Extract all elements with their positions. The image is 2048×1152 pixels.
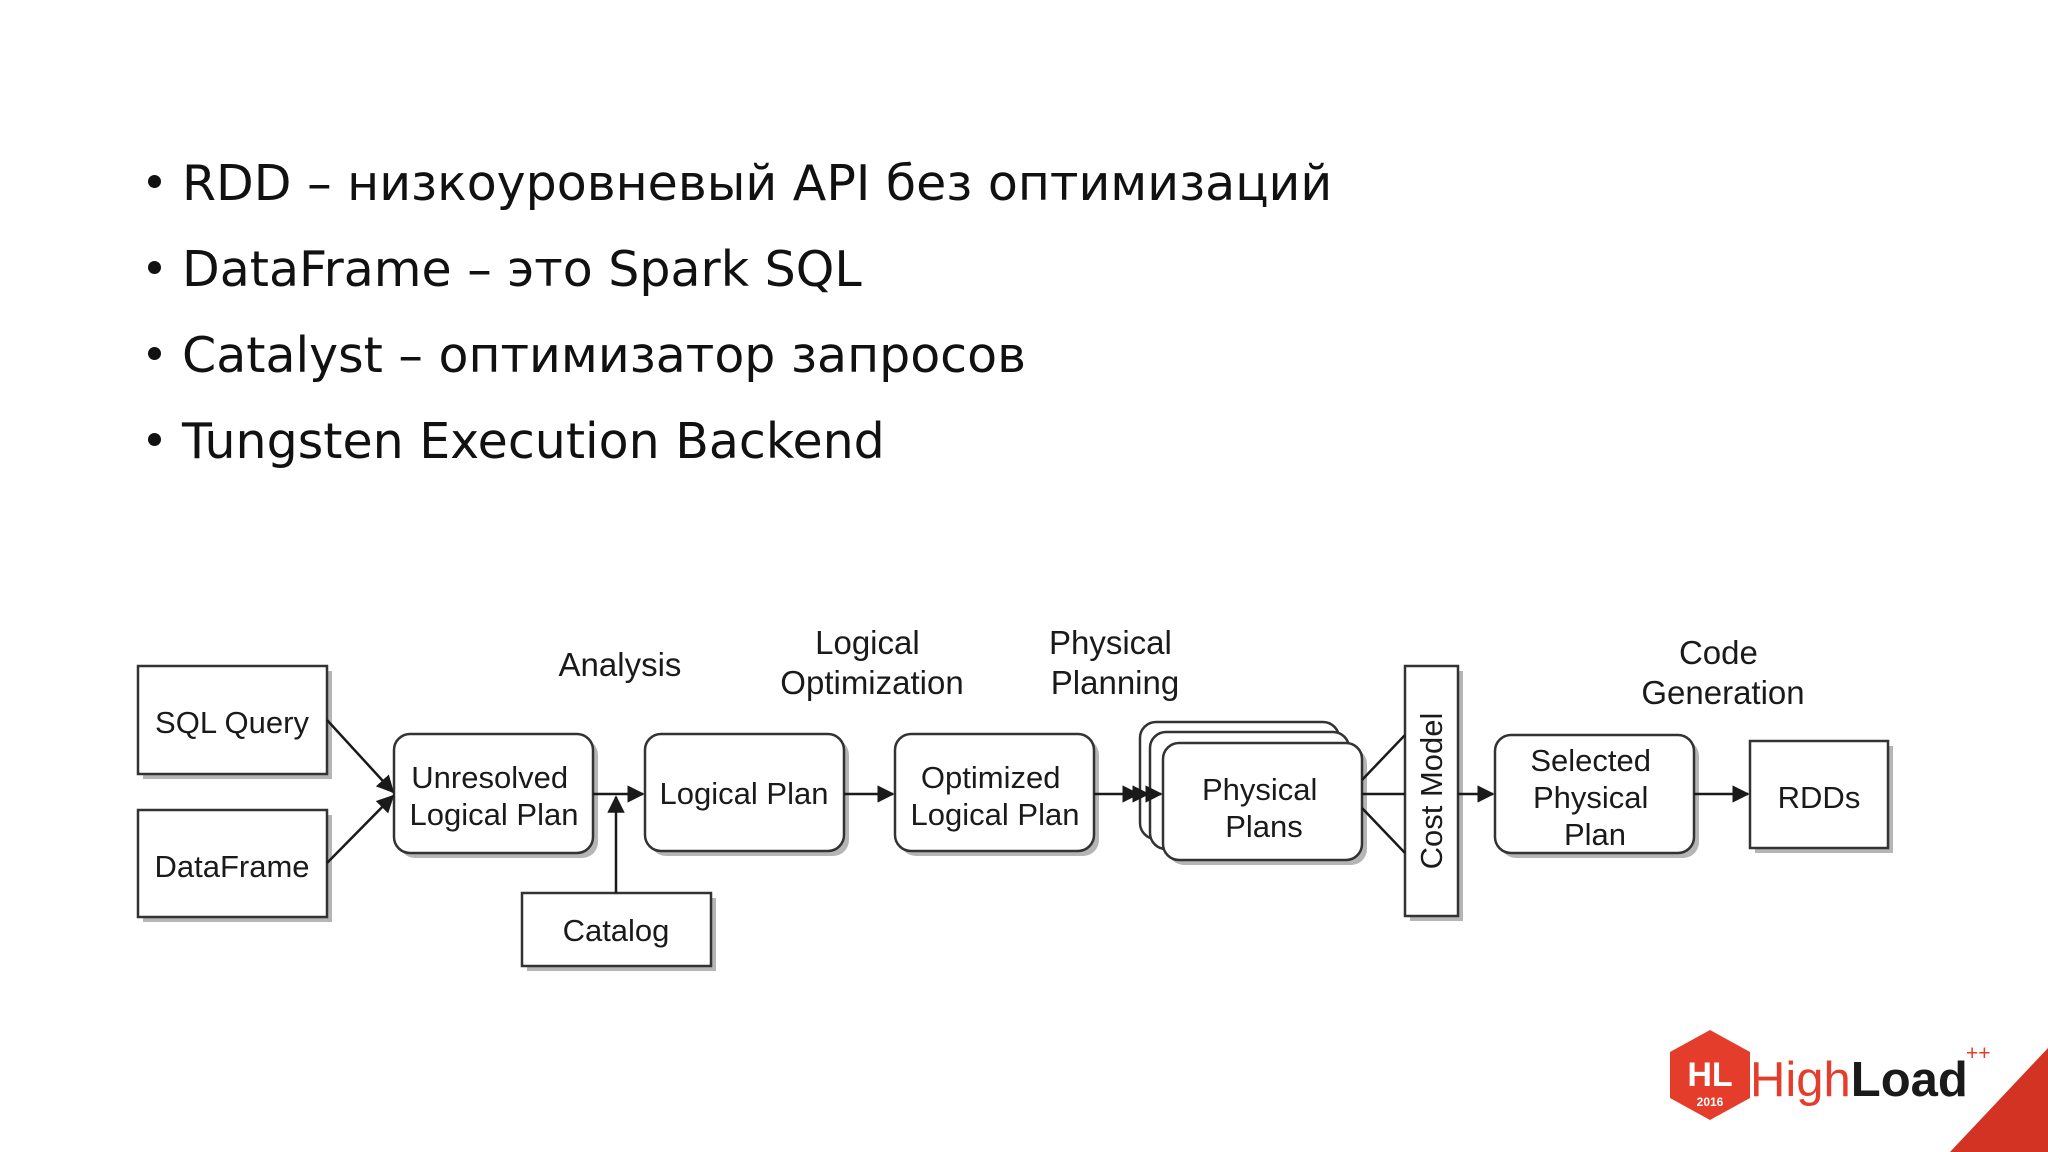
bullet-text: Catalyst – оптимизатор запросов: [182, 327, 1026, 384]
svg-text:Selected Physical: Selected Physical Plan: [1530, 743, 1659, 852]
logo-wordmark: HighLoad: [1750, 1053, 1968, 1107]
bullet-dot: [148, 433, 161, 446]
node-rdds: RDDs: [1748, 739, 1893, 853]
node-selected-physical-plan: Selected Physical Plan: [1493, 733, 1699, 858]
svg-text:Logical Plan: Logical Plan: [660, 776, 829, 811]
bullet-text: Tungsten Execution Backend: [182, 413, 885, 470]
svg-text:SQL Query: SQL Query: [155, 705, 309, 740]
bullet-list: RDD – низкоуровневый API без оптимизаций…: [140, 150, 1332, 494]
edge-physical-to-cost-top: [1361, 734, 1406, 781]
node-unresolved-logical-plan: Unresolved Logical Plan: [392, 732, 598, 858]
edge-physical-to-cost-bottom: [1361, 807, 1406, 854]
stage-analysis-label: Analysis: [559, 646, 682, 683]
edge-dataframe-to-unresolved: [326, 794, 395, 864]
svg-text:Unresolved Logical Pla: Unresolved Logical Plan: [410, 760, 579, 832]
logo-badge-text: HL: [1687, 1056, 1732, 1094]
corner-triangle: [1950, 1048, 2048, 1152]
bullet-item: Tungsten Execution Backend: [140, 408, 1332, 494]
node-physical-plans: Physical Plans: [1138, 720, 1367, 865]
bullet-dot: [148, 347, 161, 360]
node-catalog: Catalog: [520, 891, 716, 971]
logo-plusplus: ++: [1966, 1042, 1991, 1065]
svg-text:Catalog: Catalog: [563, 913, 670, 948]
bullet-item: DataFrame – это Spark SQL: [140, 236, 1332, 322]
catalyst-pipeline-diagram: Analysis Logical Optimization Physical P…: [136, 624, 1893, 971]
logo-wordmark-bold: Load: [1851, 1053, 1968, 1107]
node-sql-query: SQL Query: [136, 664, 332, 779]
bullet-dot: [148, 261, 161, 274]
svg-text:RDDs: RDDs: [1778, 780, 1861, 815]
bullet-item: Catalyst – оптимизатор запросов: [140, 322, 1332, 408]
logo-hexagon: [1670, 1030, 1750, 1120]
svg-text:DataFrame: DataFrame: [154, 849, 309, 884]
bullet-dot: [148, 175, 161, 188]
stage-logical-optimization-label: Logical Optimization: [780, 624, 963, 701]
svg-text:Optimized Logical Plan: Optimized Logical Plan: [911, 760, 1080, 832]
logo-year: 2016: [1697, 1095, 1724, 1109]
svg-text:Cost Model: Cost Model: [1414, 713, 1449, 870]
node-logical-plan: Logical Plan: [643, 732, 849, 856]
node-optimized-logical-plan: Optimized Logical Plan: [893, 732, 1099, 856]
node-dataframe: DataFrame: [136, 808, 332, 922]
bullet-text: RDD – низкоуровневый API без оптимизаций: [182, 155, 1333, 212]
edge-sql-to-unresolved: [326, 719, 395, 794]
node-cost-model: Cost Model: [1403, 664, 1463, 921]
stage-code-generation-label: Code Generation: [1641, 634, 1804, 711]
highload-logo: HL 2016 HighLoad ++: [1670, 1030, 2048, 1152]
logo-wordmark-light: High: [1750, 1053, 1851, 1107]
bullet-text: DataFrame – это Spark SQL: [182, 241, 862, 298]
stage-physical-planning-label: Physical Planning: [1049, 624, 1181, 701]
bullet-item: RDD – низкоуровневый API без оптимизаций: [140, 150, 1332, 236]
svg-text:Physical Plans: Physical Plans: [1202, 772, 1326, 844]
